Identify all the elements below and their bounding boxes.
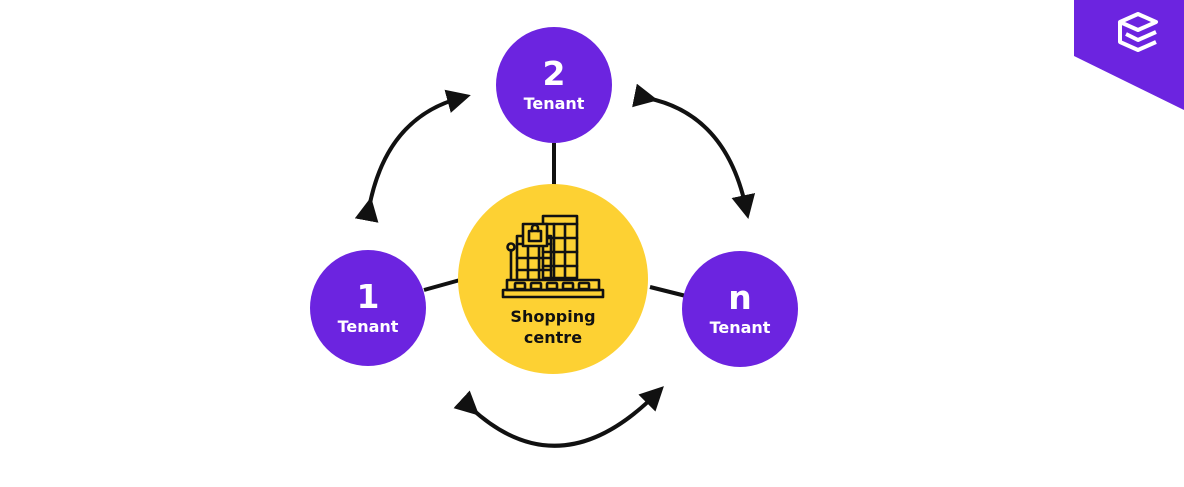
arrow-tenant-1-tenant-2: [354, 89, 471, 223]
shopping-centre-label: Shopping centre: [510, 307, 596, 347]
tenant-node-n: n Tenant: [682, 251, 798, 367]
shopping-centre-building-icon: [501, 214, 605, 299]
tenant-number: 1: [356, 276, 380, 316]
tenant-node-1: 1 Tenant: [310, 250, 426, 366]
tenant-number: 2: [542, 53, 566, 93]
arrow-tenant-1-tenant-n: [453, 386, 664, 448]
layered-stack-logo-icon: [1118, 12, 1158, 52]
connector-center-tenant-1: [423, 278, 461, 292]
tenant-number: n: [728, 277, 752, 317]
tenant-label: Tenant: [523, 93, 585, 113]
connector-center-tenant-n: [649, 285, 687, 298]
shopping-centre-node: Shopping centre: [458, 184, 648, 374]
tenant-label: Tenant: [337, 316, 399, 336]
brand-badge: [1074, 0, 1184, 110]
tenant-node-2: 2 Tenant: [496, 27, 612, 143]
arrow-tenant-2-tenant-n: [632, 83, 756, 219]
tenant-label: Tenant: [709, 317, 771, 337]
